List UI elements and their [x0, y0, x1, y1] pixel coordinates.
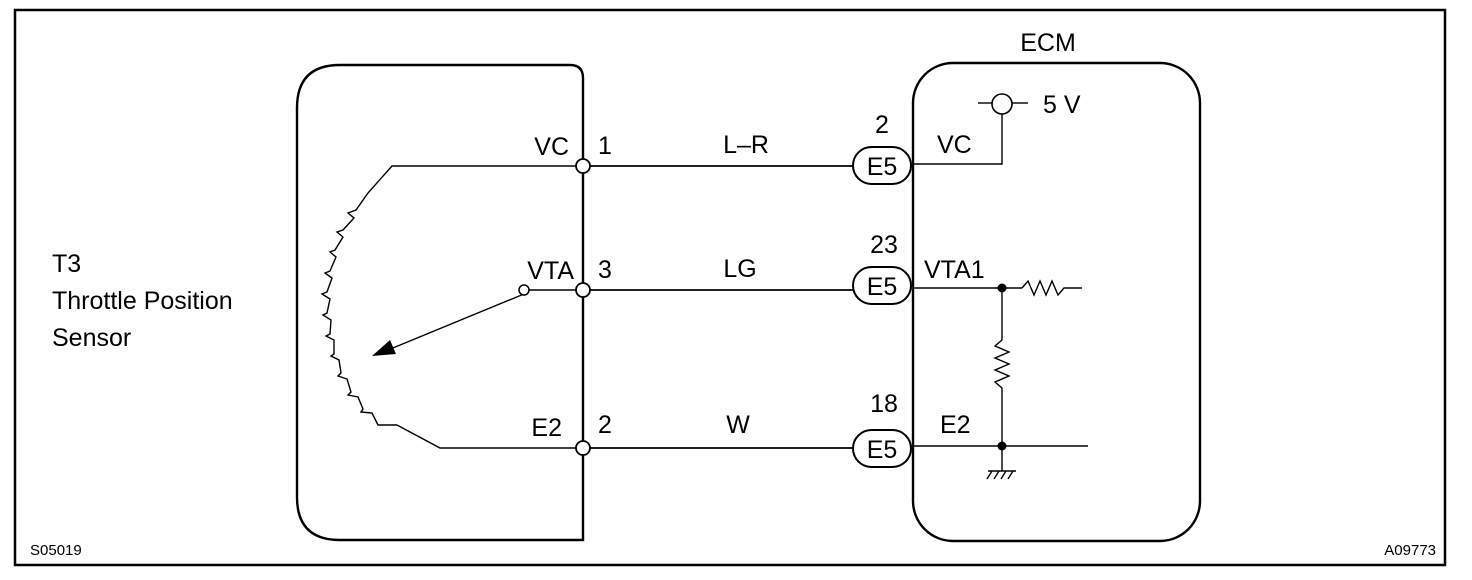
- wire-color-e2: W: [726, 411, 750, 439]
- sensor-box: [295, 63, 585, 542]
- pin-label-vc: 1: [598, 132, 612, 160]
- potentiometer-resistor-icon: [320, 192, 397, 426]
- terminal-e2-icon: [575, 440, 591, 456]
- sensor-name-line1: Throttle Position: [52, 287, 233, 315]
- resistor-lead-top: [367, 165, 576, 194]
- sensor-terminal-vta: VTA: [527, 257, 574, 285]
- resistor-lead-bottom: [396, 424, 576, 449]
- figure-code-right: A09773: [1384, 542, 1436, 559]
- pin-label-e2: 2: [598, 411, 612, 439]
- pin-label-vta: 3: [598, 256, 612, 284]
- supply-source-icon: [991, 93, 1013, 115]
- diagram-frame: [13, 8, 1447, 567]
- sensor-terminal-vc: VC: [534, 133, 569, 161]
- ecm-terminal-vc: VC: [937, 131, 972, 159]
- wire-color-vta: LG: [723, 255, 756, 283]
- terminal-vta-icon: [575, 282, 591, 298]
- pulldown-resistor-icon: [993, 339, 1011, 389]
- connector-vta1: [852, 266, 912, 305]
- connector-vc: [852, 146, 912, 185]
- figure-code-left: S05019: [30, 542, 82, 559]
- ground-icon: [986, 470, 1016, 480]
- pullup-resistor-icon: [1021, 279, 1082, 297]
- ecm-box: [911, 61, 1202, 543]
- ecm-terminal-vta1: VTA1: [924, 256, 985, 284]
- wiper-terminal-icon: [518, 284, 530, 296]
- connector-code-e2: E5: [867, 436, 898, 464]
- wire-color-vc: L–R: [723, 131, 769, 159]
- terminal-vc-icon: [575, 158, 591, 174]
- ecm-terminal-e2: E2: [940, 411, 971, 439]
- connector-code-vta1: E5: [867, 273, 898, 301]
- supply-voltage: 5 V: [1043, 91, 1081, 119]
- ecm-title: ECM: [1020, 29, 1076, 57]
- ecm-pin-vta1: 23: [870, 231, 898, 259]
- ecm-pin-e2: 18: [870, 390, 898, 418]
- sensor-code: T3: [52, 250, 81, 278]
- sensor-terminal-e2: E2: [531, 414, 562, 442]
- wiper-arm: [387, 293, 525, 351]
- ecm-vc-line: [911, 113, 1003, 165]
- connector-e2: [852, 429, 912, 468]
- connector-code-vc: E5: [867, 153, 898, 181]
- ecm-pin-vc: 2: [875, 111, 889, 139]
- sensor-name-line2: Sensor: [52, 324, 131, 352]
- wiper-arrow-icon: [372, 340, 396, 356]
- node-vta1-icon: [997, 283, 1007, 293]
